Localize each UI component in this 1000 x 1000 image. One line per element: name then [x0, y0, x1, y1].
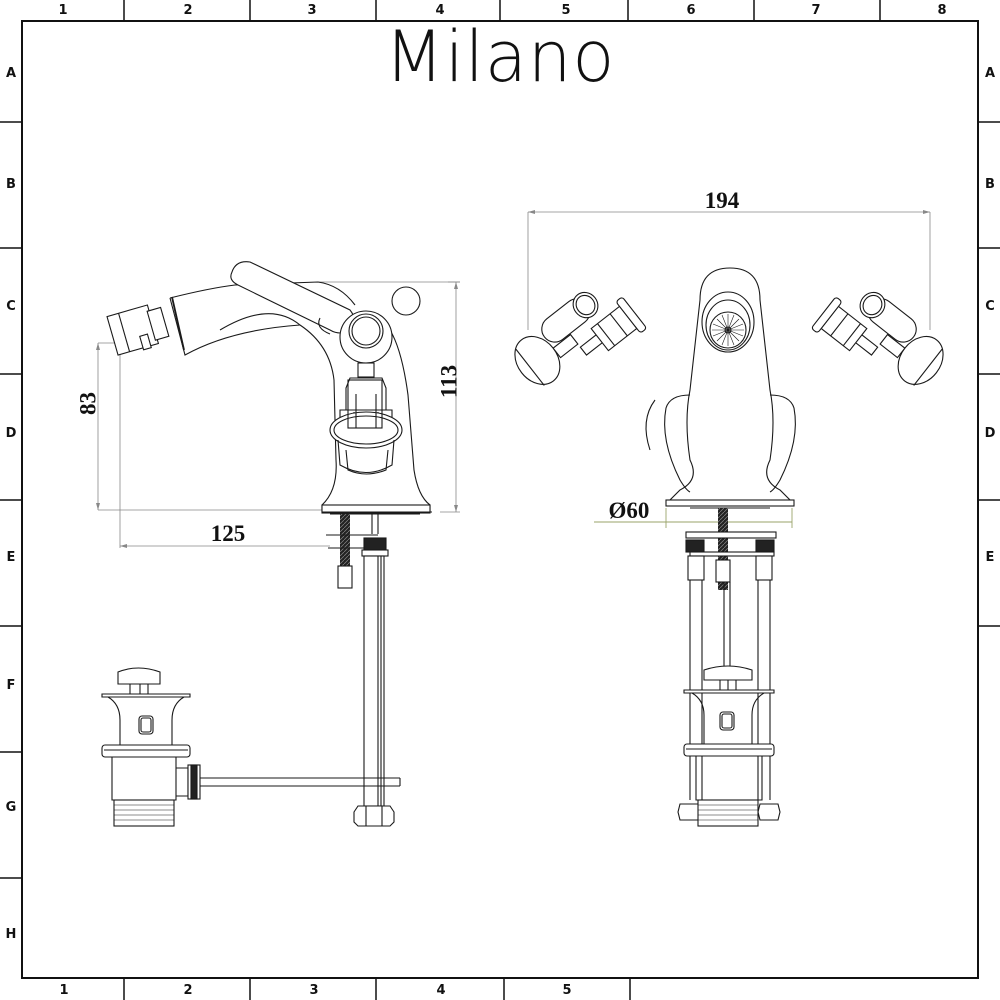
grid-column-label: 5	[561, 3, 571, 18]
grid-row-label: D	[5, 426, 17, 441]
dimension-spout-height: 83	[75, 392, 101, 415]
grid-row-label: E	[985, 550, 995, 565]
grid-row-label: B	[6, 177, 16, 192]
dimension-overall-width: 194	[704, 188, 740, 213]
grid-column-label: 1	[59, 983, 69, 998]
brand-title: Milano	[384, 16, 616, 98]
grid-row-label: G	[5, 800, 17, 815]
grid-row-label: D	[984, 426, 996, 441]
grid-column-label: 1	[58, 3, 68, 18]
grid-column-label: 7	[811, 3, 821, 18]
side-view	[96, 261, 460, 827]
side-view-dimension-lines	[97, 281, 460, 548]
grid-column-label: 2	[183, 983, 193, 998]
diameter-dimension-lines	[594, 508, 793, 528]
grid-row-label: A	[984, 66, 996, 81]
grid-column-label: 2	[183, 3, 193, 18]
grid-column-label: 8	[937, 3, 947, 18]
front-view	[514, 210, 944, 827]
grid-row-label: H	[5, 927, 17, 942]
grid-row-label: E	[6, 550, 16, 565]
grid-column-label: 5	[562, 983, 572, 998]
grid-row-label: B	[985, 177, 995, 192]
grid-column-label: 3	[309, 983, 319, 998]
grid-row-label: A	[5, 66, 17, 81]
grid-column-label: 4	[436, 983, 446, 998]
grid-row-label: C	[985, 299, 995, 314]
grid-column-label: 3	[307, 3, 317, 18]
grid-column-label: 6	[686, 3, 696, 18]
dimension-overall-height: 113	[436, 364, 462, 399]
grid-row-label: F	[6, 678, 16, 693]
grid-row-label: C	[6, 299, 16, 314]
aerator-spokes	[712, 314, 744, 346]
grid-column-label: 4	[435, 3, 445, 18]
front-view-dimension-lines	[527, 211, 931, 330]
dimension-spout-reach: 125	[210, 521, 246, 546]
dimension-base-diameter: Ø60	[608, 498, 650, 523]
